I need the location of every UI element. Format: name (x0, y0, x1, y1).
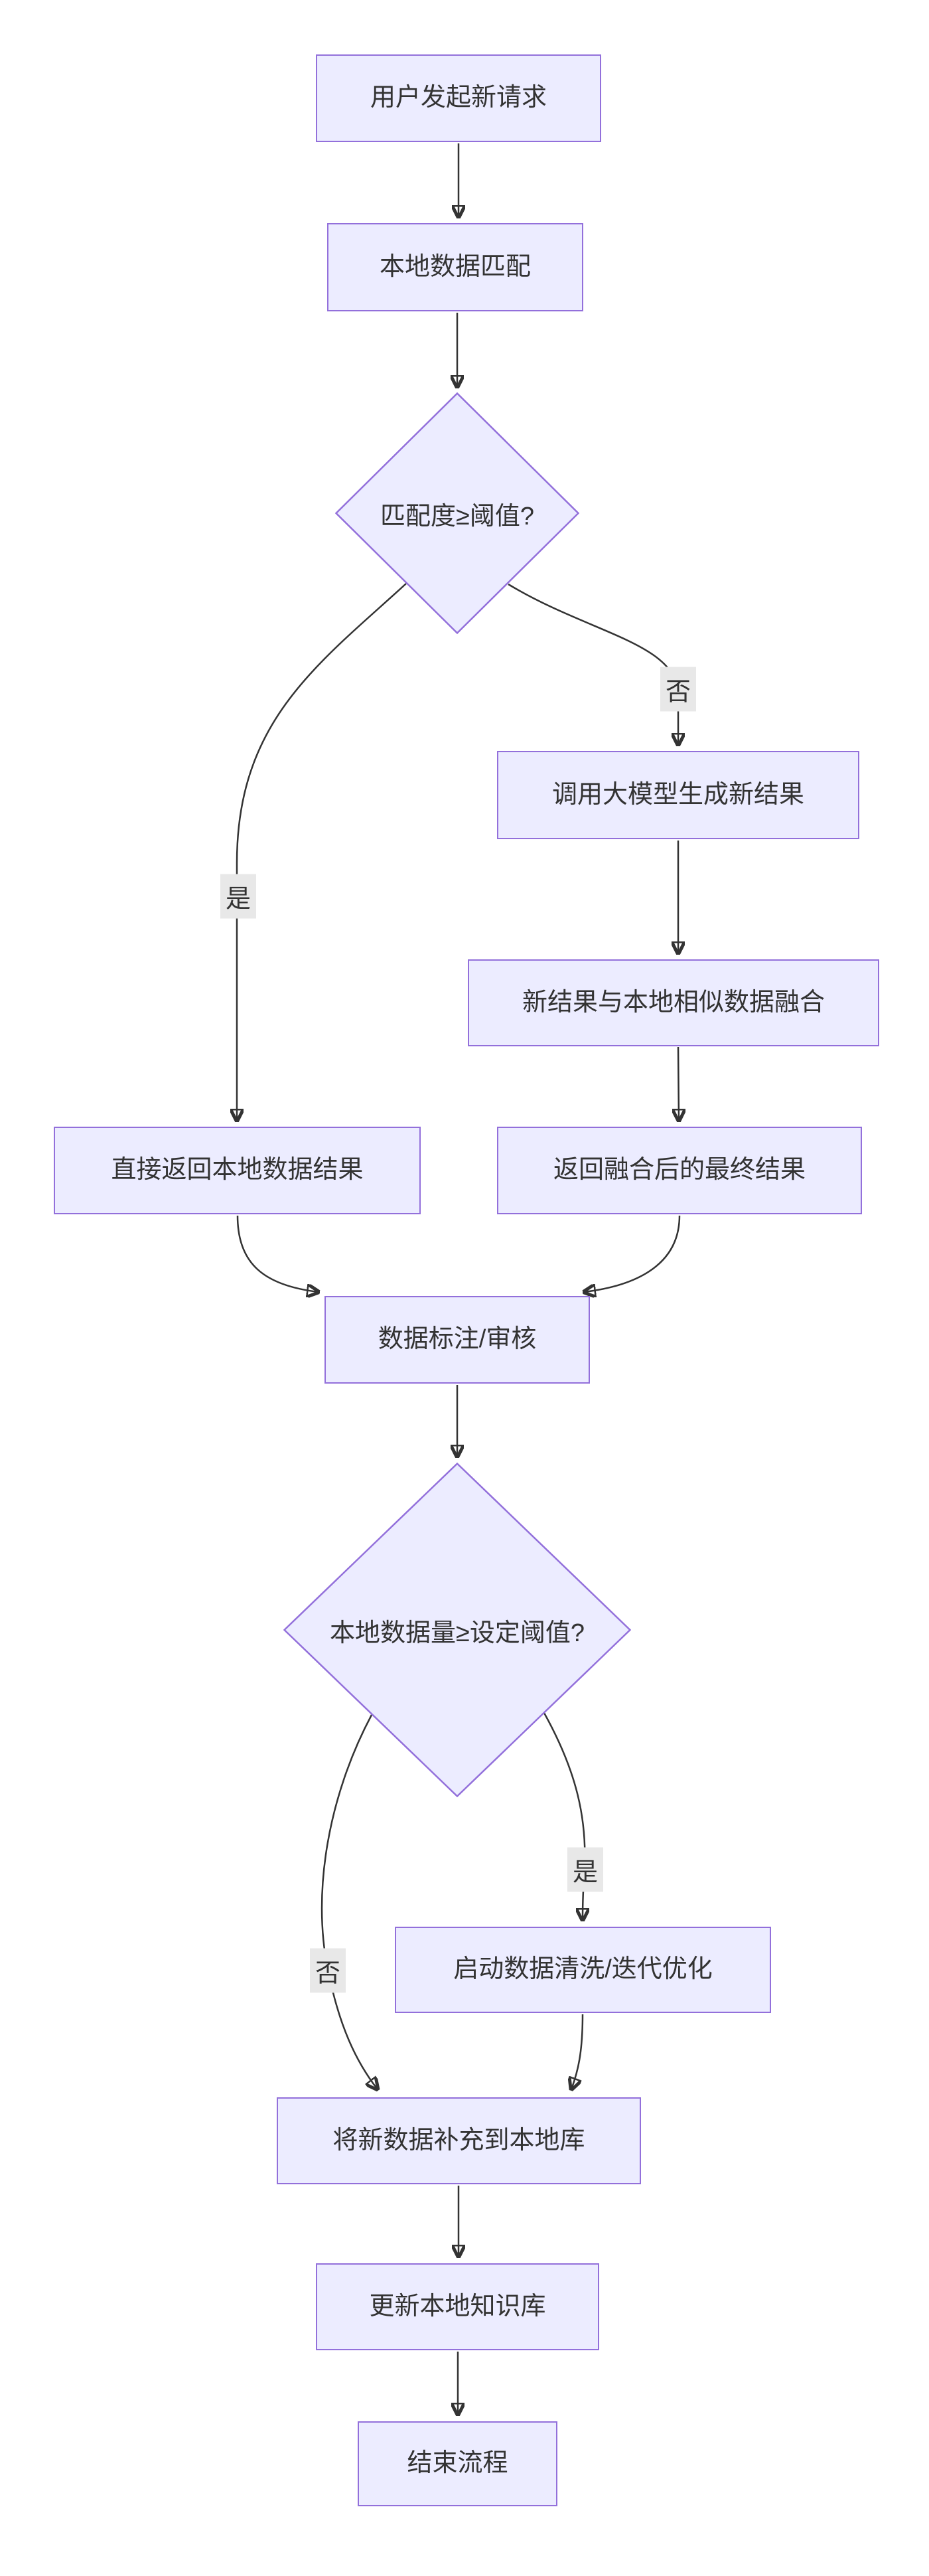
decision1-diamond-shape (335, 392, 579, 634)
edge-return-merged-to-annotate (584, 1215, 681, 1292)
edge-label-yes-decision2: 是 (567, 1847, 604, 1892)
node-return-merged: 返回融合后的最终结果 (497, 1127, 862, 1214)
node-decision1: 匹配度≥阈值? (335, 392, 579, 634)
edge-clean-data-to-supplement (571, 2014, 584, 2089)
node-return-local-label: 直接返回本地数据结果 (111, 1156, 364, 1184)
node-end-label: 结束流程 (407, 2449, 508, 2478)
edge-label-no-decision2: 否 (309, 1948, 346, 1993)
edge-label-no-decision1: 否 (660, 667, 697, 712)
node-local-match-label: 本地数据匹配 (379, 252, 531, 281)
node-decision1-label: 匹配度≥阈值? (380, 502, 534, 530)
node-update-kb-label: 更新本地知识库 (369, 2292, 546, 2320)
edge-return-local-to-annotate (236, 1215, 319, 1292)
node-clean-data: 启动数据清洗/迭代优化 (395, 1927, 771, 2013)
edge-decision1-yes-to-return-local (237, 583, 407, 1121)
node-end: 结束流程 (358, 2421, 557, 2506)
node-decision2-label: 本地数据量≥设定阈值? (330, 1619, 585, 1647)
decision2-diamond-shape (283, 1463, 631, 1797)
node-merge-data-label: 新结果与本地相似数据融合 (522, 988, 825, 1016)
node-return-merged-label: 返回融合后的最终结果 (553, 1156, 806, 1184)
node-call-llm-label: 调用大模型生成新结果 (551, 780, 804, 809)
node-start-label: 用户发起新请求 (370, 84, 547, 112)
node-return-local: 直接返回本地数据结果 (54, 1127, 421, 1214)
node-clean-data-label: 启动数据清洗/迭代优化 (453, 1955, 713, 1984)
node-start: 用户发起新请求 (316, 54, 601, 142)
node-annotate-label: 数据标注/审核 (378, 1325, 537, 1354)
node-decision2: 本地数据量≥设定阈值? (283, 1463, 631, 1797)
node-update-kb: 更新本地知识库 (316, 2263, 599, 2350)
node-merge-data: 新结果与本地相似数据融合 (468, 959, 879, 1046)
edge-decision2-no-to-supplement (321, 1714, 378, 2089)
node-call-llm: 调用大模型生成新结果 (497, 751, 859, 839)
node-supplement-label: 将新数据补充到本地库 (332, 2126, 585, 2154)
node-supplement: 将新数据补充到本地库 (277, 2097, 641, 2184)
edge-label-yes-decision1: 是 (220, 874, 257, 919)
node-local-match: 本地数据匹配 (327, 223, 583, 311)
node-annotate: 数据标注/审核 (324, 1296, 590, 1384)
edge-merge-data-to-return-merged (678, 1046, 679, 1121)
edge-decision2-yes-to-clean-data (543, 1712, 585, 1920)
